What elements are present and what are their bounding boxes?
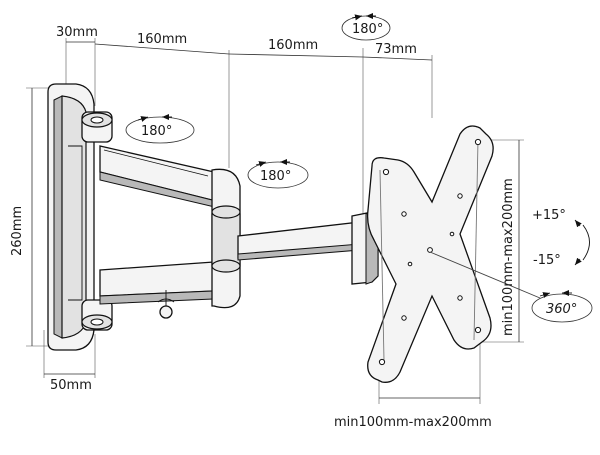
dim-160-b: 160mm — [268, 38, 318, 53]
tilt-arc — [582, 224, 590, 261]
label-wall-swivel: 180° — [141, 124, 172, 139]
wall-hinges — [81, 111, 113, 331]
label-tilt-up: +15° — [532, 208, 566, 223]
elbow-swivel-ellipse — [247, 161, 309, 189]
label-top-swivel: 180° — [352, 22, 383, 37]
label-elbow-swivel: 180° — [260, 169, 291, 184]
dim-30: 30mm — [56, 25, 98, 40]
dim-vesa-horizontal: min100mm-max200mm — [334, 415, 492, 430]
swing-arms — [99, 145, 241, 319]
dim-260: 260mm — [10, 206, 25, 256]
dim-160-a: 160mm — [137, 32, 187, 47]
dim-73: 73mm — [375, 42, 417, 57]
dim-vesa-vertical: min100mm-max200mm — [501, 178, 516, 336]
wall-plate — [47, 83, 95, 351]
vesa-plate — [366, 125, 541, 383]
extension-arm — [237, 211, 379, 285]
rotation-indicators — [125, 13, 593, 323]
rotation-labels: 180° 180° 180° +15° -15° 360° — [141, 22, 577, 317]
label-plate-rotate: 360° — [546, 302, 577, 317]
wall-swivel-ellipse — [125, 116, 195, 144]
dimension-lines — [26, 38, 524, 404]
dim-50: 50mm — [50, 378, 92, 393]
dimension-labels: 30mm 160mm 160mm 73mm 260mm 50mm min100m… — [10, 25, 516, 430]
label-tilt-down: -15° — [533, 253, 561, 268]
